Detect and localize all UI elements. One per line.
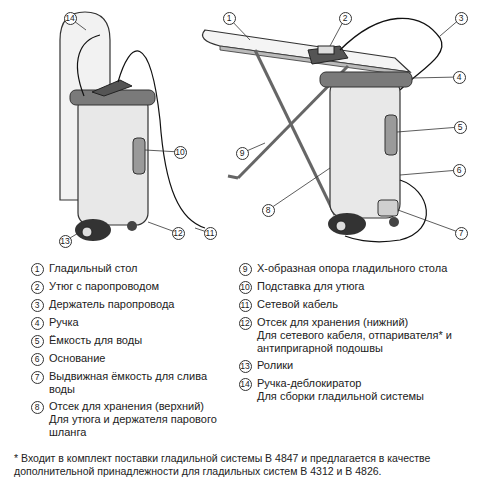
- callout-number: 1: [31, 263, 44, 276]
- callout-number: 2: [339, 12, 352, 25]
- callout-text: 2: [343, 14, 348, 23]
- part-name: Гладильный стол: [49, 262, 229, 275]
- callout-number: 14: [239, 378, 252, 391]
- callout-number: 4: [31, 317, 44, 330]
- callout-number: 7: [31, 371, 44, 384]
- part-name: Ручка-деблокиратор: [257, 377, 493, 390]
- callout-text: 7: [35, 373, 40, 382]
- callout-number: 3: [455, 12, 468, 25]
- callout-text: 14: [240, 380, 249, 389]
- callout-number: 8: [31, 401, 44, 414]
- callout-text: 6: [35, 355, 40, 364]
- callout-number: 5: [31, 335, 44, 348]
- part-name: Для сетевого кабеля, отпаривателя* и ант…: [257, 329, 493, 355]
- callout-number: 10: [239, 281, 252, 294]
- part-name: Подставка для утюга: [257, 280, 493, 293]
- callout-text: 10: [240, 283, 249, 292]
- callout-number: 14: [64, 12, 77, 25]
- callout-text: 11: [241, 301, 250, 310]
- callout-text: 14: [65, 14, 74, 23]
- callout-text: 7: [459, 229, 464, 238]
- callout-text: 12: [173, 229, 182, 238]
- callout-text: 8: [266, 206, 271, 215]
- callout-text: 4: [35, 319, 40, 328]
- callout-number: 9: [236, 147, 249, 160]
- callout-number: 6: [31, 353, 44, 366]
- callout-text: 8: [35, 403, 40, 412]
- callout-text: 9: [240, 149, 245, 158]
- part-name: Отсек для хранения (верхний): [49, 400, 229, 413]
- ironing-system-illustration: [0, 0, 500, 260]
- callout-number: 4: [453, 71, 466, 84]
- callout-text: 4: [457, 73, 462, 82]
- part-name: X-образная опора гладильного стола: [257, 262, 493, 275]
- callout-number: 5: [454, 121, 467, 134]
- callout-number: 12: [172, 227, 185, 240]
- callout-text: 5: [35, 337, 40, 346]
- callout-text: 1: [35, 265, 40, 274]
- callout-number: 1: [223, 12, 236, 25]
- part-name: Ручка: [49, 316, 229, 329]
- callout-text: 11: [206, 229, 215, 238]
- part-name: Ёмкость для воды: [49, 334, 229, 347]
- part-name: Для утюга и держателя парового шланга: [49, 413, 229, 439]
- callout-text: 9: [243, 265, 248, 274]
- part-name: Отсек для хранения (нижний): [257, 316, 493, 329]
- callout-text: 3: [459, 14, 464, 23]
- callout-text: 6: [457, 166, 462, 175]
- callout-number: 13: [59, 235, 72, 248]
- callout-text: 1: [227, 14, 232, 23]
- callout-text: 2: [35, 283, 40, 292]
- callout-number: 3: [31, 299, 44, 312]
- part-name: Основание: [49, 352, 229, 365]
- callout-number: 6: [453, 164, 466, 177]
- callout-number: 10: [174, 146, 187, 159]
- callout-text: 10: [175, 148, 184, 157]
- part-name: Выдвижная ёмкость для слива воды: [49, 370, 229, 396]
- part-name: Сетевой кабель: [257, 298, 493, 311]
- callout-number: 11: [239, 299, 252, 312]
- footnote: * Входит в комплект поставки гладильной …: [14, 452, 486, 478]
- part-name: Для сборки гладильной системы: [257, 390, 493, 403]
- callout-text: 13: [240, 362, 249, 371]
- callout-text: 3: [35, 301, 40, 310]
- callout-number: 11: [204, 227, 217, 240]
- callout-number: 8: [262, 204, 275, 217]
- callout-number: 12: [239, 317, 252, 330]
- callout-text: 5: [458, 123, 463, 132]
- callout-number: 13: [239, 360, 252, 373]
- callout-number: 9: [239, 263, 252, 276]
- callout-number: 7: [455, 227, 468, 240]
- callout-text: 13: [60, 237, 69, 246]
- callout-number: 2: [31, 281, 44, 294]
- part-name: Утюг с паропроводом: [49, 280, 229, 293]
- part-name: Держатель паропровода: [49, 298, 229, 311]
- part-name: Ролики: [257, 359, 493, 372]
- callout-text: 12: [240, 319, 249, 328]
